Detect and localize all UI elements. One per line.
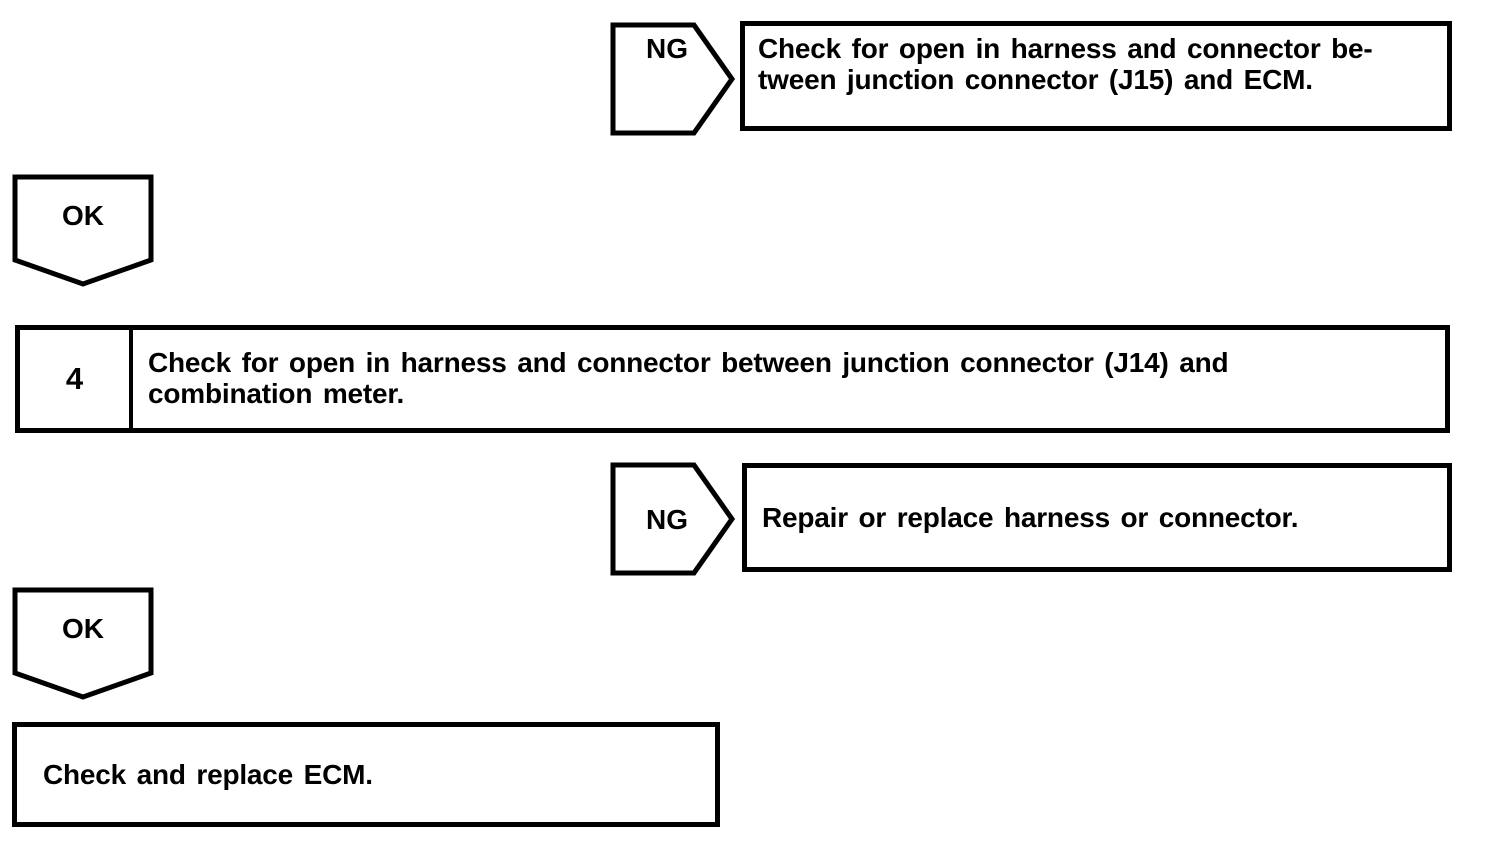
ok-arrow-down-shape xyxy=(12,587,154,700)
ok-arrow-down-shape xyxy=(12,174,154,287)
ng-result-1-line-2: tween junction connector (J15) and ECM. xyxy=(758,64,1313,95)
step-instruction-line-2: combination meter. xyxy=(148,378,405,409)
ok-label: OK xyxy=(62,613,104,644)
ng-arrow-right-shape xyxy=(610,462,736,576)
ng-label: NG xyxy=(646,33,688,64)
step-number: 4 xyxy=(65,361,84,396)
ng-label: NG xyxy=(646,504,688,535)
ok-label: OK xyxy=(62,200,104,231)
ng-connector-1: NG xyxy=(610,22,736,136)
step-instruction: Check for open in harness and connector … xyxy=(133,330,1229,428)
ng-connector-2: NG xyxy=(610,462,736,576)
ng-result-1-line-1: Check for open in harness and connector … xyxy=(758,33,1373,64)
step-box-4: 4 Check for open in harness and connecto… xyxy=(15,325,1450,433)
step-number-cell: 4 xyxy=(20,330,133,428)
final-action-box: Check and replace ECM. xyxy=(12,722,720,827)
ng-result-2-text: Repair or replace harness or connector. xyxy=(762,502,1299,533)
ng-arrow-right-shape xyxy=(610,22,736,136)
final-action-text: Check and replace ECM. xyxy=(43,759,373,790)
step-instruction-line-1: Check for open in harness and connector … xyxy=(148,347,1229,378)
ok-connector-2: OK xyxy=(12,587,154,700)
ng-result-box-1: Check for open in harness and connector … xyxy=(740,21,1452,131)
ok-connector-1: OK xyxy=(12,174,154,287)
ng-result-box-2: Repair or replace harness or connector. xyxy=(742,463,1452,572)
